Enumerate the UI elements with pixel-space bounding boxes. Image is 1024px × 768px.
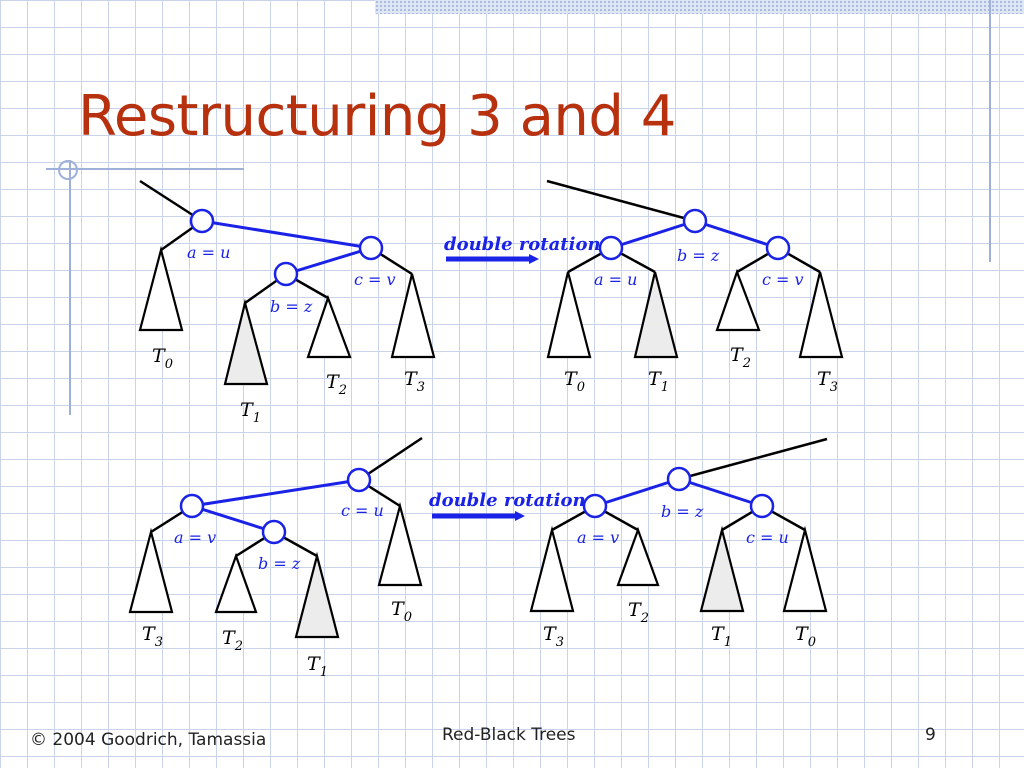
d1a-tlabel-t1: T1 xyxy=(648,368,669,395)
d1a-label-a: a = u xyxy=(594,270,637,289)
d2a-subtree-t3 xyxy=(529,525,575,613)
d2a-label-c: c = u xyxy=(746,528,789,547)
d2b-label-c: c = u xyxy=(341,501,384,520)
d2b-node-b xyxy=(261,519,287,545)
d2b-node-a xyxy=(179,493,205,519)
d1a-node-b xyxy=(682,208,708,234)
d2b-edge-a-b xyxy=(191,504,275,534)
d2a-tlabel-t2: T2 xyxy=(628,599,649,626)
d2a-tlabel-t3: T3 xyxy=(543,623,564,650)
d2b-subtree-t3 xyxy=(128,527,174,614)
d1b-edge-c-b xyxy=(285,246,372,276)
d1a-subtree-t2 xyxy=(715,268,761,332)
d2a-subtree-t2 xyxy=(616,526,660,587)
title-underline xyxy=(46,168,244,170)
d1a-label-c: c = v xyxy=(762,270,804,289)
decorative-rule-right xyxy=(989,0,991,262)
d1b-edge-a-c xyxy=(201,219,372,250)
d1a-edge-b-a xyxy=(610,219,696,250)
d1b-tlabel-t2: T2 xyxy=(326,371,347,398)
d1b-node-a xyxy=(189,208,215,234)
d1a-tlabel-t0: T0 xyxy=(564,368,585,395)
d2a-tlabel-t1: T1 xyxy=(711,623,732,650)
slide-title: Restructuring 3 and 4 xyxy=(78,84,676,149)
d1a-parent-edge xyxy=(546,179,696,223)
d2b-tlabel-t0: T0 xyxy=(391,598,412,625)
d2b-label-a: a = v xyxy=(174,528,216,547)
d2b-parent-edge xyxy=(358,436,423,482)
d1b-label-c: c = v xyxy=(354,270,396,289)
d1b-node-b xyxy=(273,261,299,287)
d1-arrow-label: double rotation xyxy=(444,234,601,255)
d1b-tlabel-t0: T0 xyxy=(152,345,173,372)
d2b-tlabel-t2: T2 xyxy=(222,627,243,654)
d1-before-tree: a = u c = v b = z T0 T1 T2 T3 xyxy=(138,179,436,426)
d2b-tlabel-t3: T3 xyxy=(142,623,163,650)
d1-after-tree: b = z a = u c = v T0 T1 T2 T3 xyxy=(546,179,844,395)
d1b-subtree-t0 xyxy=(138,245,184,332)
d1b-subtree-t1 xyxy=(223,298,269,386)
d2b-node-c xyxy=(346,467,372,493)
d1a-edge-b-c xyxy=(694,219,779,250)
d1b-label-a: a = u xyxy=(187,243,230,262)
d2a-label-b: b = z xyxy=(661,502,704,521)
d2a-edge-b-a xyxy=(594,477,680,508)
d1b-parent-edge xyxy=(139,179,203,223)
d1-double-rotation-arrow: double rotation xyxy=(444,234,601,264)
d2-after-tree: b = z a = v c = u T3 T2 T1 T0 xyxy=(529,437,828,650)
d2a-label-a: a = v xyxy=(577,528,619,547)
header-band xyxy=(375,0,1024,14)
d2-before-tree: c = u a = v b = z T3 T2 T1 T0 xyxy=(128,436,423,680)
page-number: 9 xyxy=(925,725,936,745)
d2a-node-a xyxy=(582,493,608,519)
d2b-label-b: b = z xyxy=(258,554,301,573)
d1a-subtree-t3 xyxy=(798,271,844,359)
deck-title-footer: Red-Black Trees xyxy=(442,725,576,745)
d1a-node-c xyxy=(765,235,791,261)
d1a-label-b: b = z xyxy=(677,246,720,265)
d2a-node-b xyxy=(666,466,692,492)
d1a-subtree-t0 xyxy=(546,271,592,359)
d2a-subtree-t0 xyxy=(782,525,828,613)
d2b-edge-c-a xyxy=(191,478,360,508)
decorative-rule-left xyxy=(69,160,71,415)
d1a-subtree-t1 xyxy=(633,271,679,359)
d2b-tlabel-t1: T1 xyxy=(307,653,328,680)
d1b-tlabel-t3: T3 xyxy=(404,368,425,395)
d2b-subtree-t1 xyxy=(294,551,340,639)
d2-arrow-label: double rotation xyxy=(429,490,586,511)
d2a-parent-edge xyxy=(678,437,828,481)
d1b-node-c xyxy=(358,235,384,261)
d1a-tlabel-t2: T2 xyxy=(730,344,751,371)
d2a-tlabel-t0: T0 xyxy=(795,623,816,650)
d2a-subtree-t1 xyxy=(699,525,745,613)
d2a-node-c xyxy=(749,493,775,519)
d1b-label-b: b = z xyxy=(270,297,313,316)
d1b-tlabel-t1: T1 xyxy=(240,399,261,426)
d1b-subtree-t3 xyxy=(390,273,436,359)
d1b-subtree-t2 xyxy=(306,294,352,359)
copyright-footer: © 2004 Goodrich, Tamassia xyxy=(30,730,267,750)
d1a-tlabel-t3: T3 xyxy=(817,368,838,395)
crosshair-icon xyxy=(58,160,78,180)
d2a-edge-b-c xyxy=(678,477,763,508)
d2b-subtree-t0 xyxy=(377,501,423,587)
d2-double-rotation-arrow: double rotation xyxy=(429,490,586,521)
d2b-subtree-t2 xyxy=(214,552,258,614)
d1a-node-a xyxy=(598,235,624,261)
